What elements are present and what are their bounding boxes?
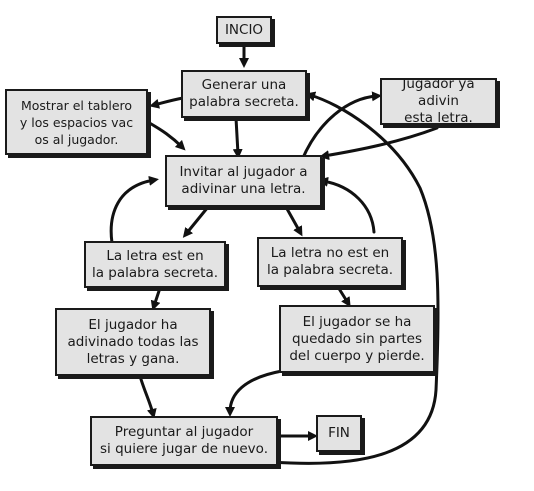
- node-jugador-ya-adivino: Jugador ya adivin esta letra.: [380, 76, 497, 126]
- arrow-invitar-to-letra-no-esta: [284, 205, 303, 237]
- arrow-mostrar-to-invitar: [144, 119, 186, 151]
- arrow-pierde-to-preguntar: [225, 369, 284, 417]
- node-jugador-pierde: El jugador se ha quedado sin partes del …: [279, 305, 435, 373]
- node-invitar-jugador: Invitar al jugador a adivinar una letra.: [165, 155, 322, 207]
- arrow-letra-esta-loop-to-invitar: [109, 175, 159, 245]
- node-generar-palabra: Generar una palabra secreta.: [181, 70, 307, 118]
- arrow-generar-to-mostrar: [149, 96, 185, 109]
- node-mostrar-tablero: Mostrar el tablero y los espacios vac os…: [5, 89, 148, 155]
- node-fin: FIN: [316, 415, 362, 452]
- node-jugador-gana: El jugador ha adivinado todas las letras…: [55, 308, 211, 376]
- arrow-invitar-to-ya-adivino: [300, 91, 382, 162]
- arrow-letra-no-esta-loop-to-invitar: [318, 176, 376, 234]
- node-inicio: INCIO: [216, 16, 272, 44]
- arrow-preguntar-loop-to-generar: [270, 91, 440, 465]
- node-preguntar-jugar-de-nuevo: Preguntar al jugador si quiere jugar de …: [90, 416, 278, 466]
- arrow-letra-no-esta-to-pierde: [336, 285, 351, 308]
- arrow-ya-adivino-to-invitar: [319, 126, 439, 161]
- arrow-gana-to-preguntar: [138, 374, 157, 419]
- arrow-invitar-to-letra-esta: [182, 205, 210, 238]
- arrow-letra-esta-to-gana: [150, 286, 162, 311]
- node-letra-esta: La letra est en la palabra secreta.: [84, 241, 226, 288]
- node-letra-no-esta: La letra no est en la palabra secreta.: [257, 237, 403, 287]
- arrow-generar-to-invitar: [232, 116, 243, 159]
